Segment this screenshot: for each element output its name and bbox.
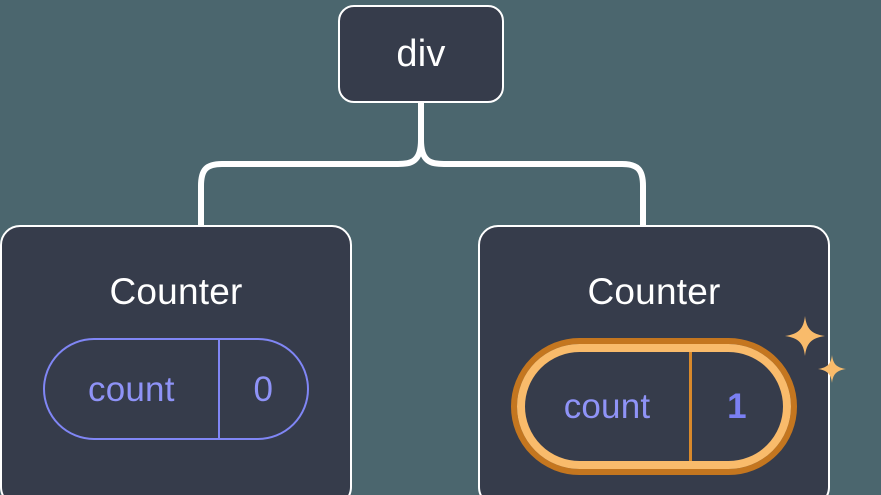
node-root-div[interactable]: div — [338, 5, 504, 103]
state-value-left: 0 — [253, 369, 274, 409]
node-counter-right[interactable]: Counter count 1 — [478, 225, 846, 495]
node-root-label: div — [396, 33, 446, 75]
node-counter-right-label: Counter — [587, 271, 721, 312]
connector-branch-right — [418, 139, 646, 227]
sparkle-large-icon — [785, 316, 825, 356]
node-counter-left[interactable]: Counter count 0 — [0, 225, 352, 495]
state-value-right: 1 — [727, 387, 747, 426]
state-key-left: count — [88, 369, 175, 409]
state-pill-divider-right — [689, 352, 692, 461]
state-pill-right-inner-ring: count 1 — [517, 344, 791, 469]
state-pill-left[interactable]: count 0 — [43, 338, 309, 440]
state-pill-divider-left — [217, 340, 220, 438]
state-pill-left-wrap: count 0 — [43, 338, 309, 440]
state-key-right: count — [563, 387, 651, 426]
connector-branch-left — [198, 139, 424, 227]
node-counter-left-label: Counter — [109, 271, 243, 312]
sparkle-small-icon — [818, 355, 846, 383]
state-pill-right-wrap: count 1 — [511, 316, 846, 475]
state-pill-right[interactable]: count 1 — [511, 338, 797, 475]
